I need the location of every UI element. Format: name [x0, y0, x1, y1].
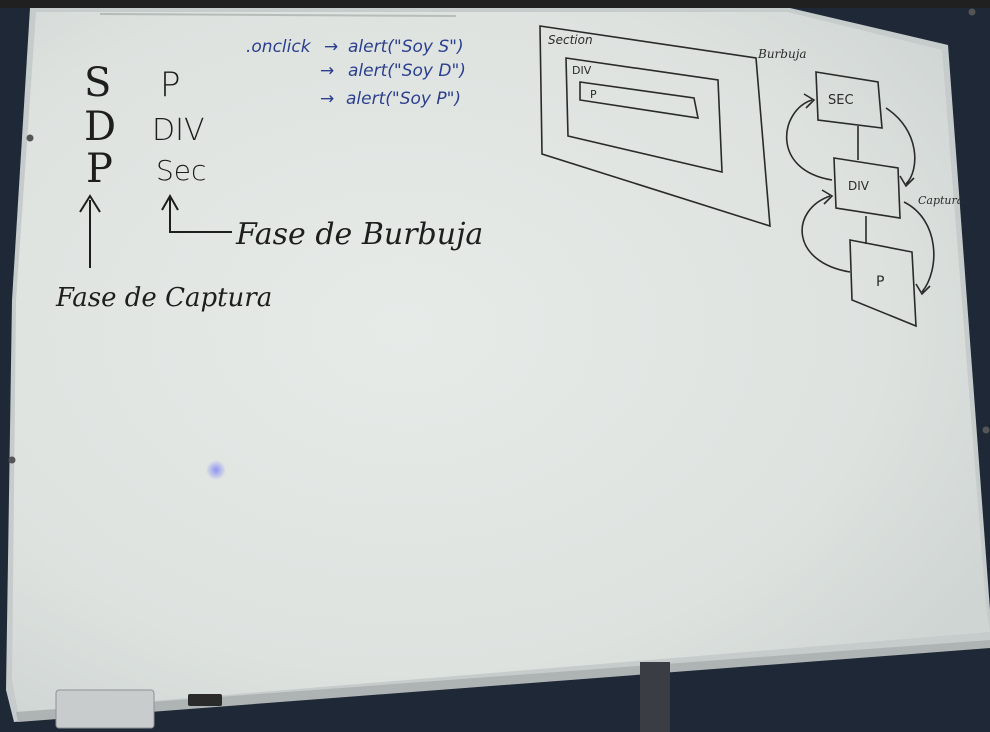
alert-s: alert("Soy S")	[348, 37, 464, 57]
element-sec: Sec	[156, 154, 206, 187]
bubble-arrow	[161, 193, 232, 233]
sec-node-label: SEC	[828, 93, 854, 108]
p-node	[849, 239, 917, 328]
screw	[8, 456, 16, 464]
whiteboard-surface	[12, 12, 990, 712]
div-label: DIV	[572, 64, 592, 77]
sec-node	[815, 71, 883, 129]
screw	[26, 134, 34, 142]
letter-d: D	[84, 104, 116, 150]
capture-curve-upper	[885, 107, 916, 188]
alert-p: alert("Soy P")	[346, 89, 461, 109]
onclick-label: .onclick	[246, 37, 312, 57]
eraser	[55, 689, 155, 729]
capture-curve-lower	[903, 201, 935, 296]
board-stand	[640, 662, 670, 732]
arrow-2: →	[320, 61, 334, 81]
laser-dot	[206, 460, 226, 480]
p-label: P	[590, 88, 597, 101]
element-div: DIV	[152, 113, 204, 148]
erased-mark	[99, 13, 457, 17]
div-box	[565, 57, 723, 174]
marker-cap	[188, 694, 222, 706]
bubble-phase-label: Fase de Burbuja	[235, 217, 483, 252]
capture-phase-label: Fase de Captura	[55, 283, 272, 313]
section-box	[539, 25, 771, 228]
div-node	[833, 157, 901, 219]
bubble-flow-label: Burbuja	[757, 47, 807, 61]
screw	[968, 8, 976, 16]
p-box	[579, 81, 700, 119]
letter-s: S	[84, 60, 111, 106]
top-bar	[0, 0, 990, 8]
arrow-3: →	[320, 89, 334, 109]
letter-p: P	[86, 146, 113, 192]
alert-d: alert("Soy D")	[348, 61, 466, 81]
bubble-curve-upper	[785, 93, 833, 181]
arrow-1: →	[324, 37, 338, 57]
capture-flow-label: Captura	[918, 194, 963, 207]
screw	[982, 426, 990, 434]
div-node-label: DIV	[848, 179, 870, 193]
section-label: Section	[548, 33, 593, 47]
bubble-curve-lower	[801, 189, 851, 273]
capture-arrow	[79, 194, 101, 268]
marker-tray	[16, 640, 990, 722]
element-p: P	[160, 65, 181, 105]
p-node-label: P	[876, 274, 884, 290]
